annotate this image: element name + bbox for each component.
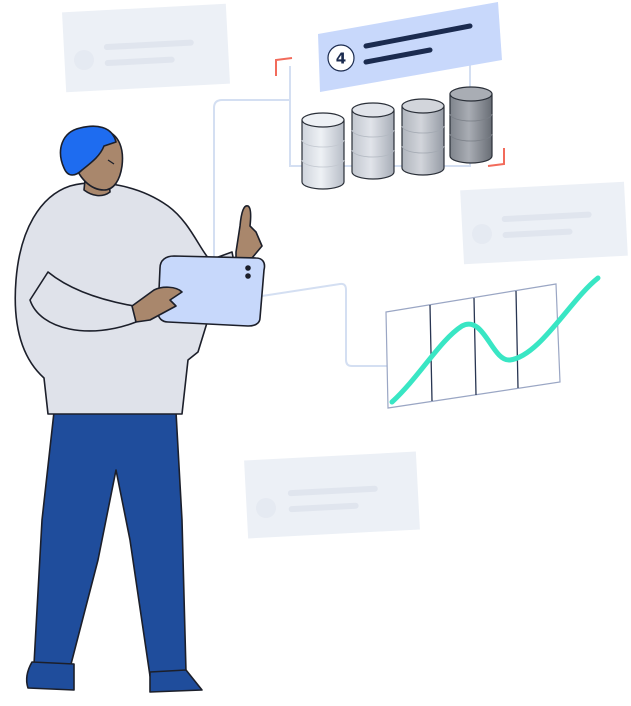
trend-chart-panel: [385, 275, 601, 409]
tablet-icon: [157, 255, 266, 327]
person-hair: [59, 125, 117, 176]
faded-card-top-left: [62, 3, 230, 93]
database-cylinder-icon: [301, 112, 345, 190]
person-holding-hand: [131, 286, 183, 323]
database-cylinder-icon: [449, 86, 493, 164]
trend-line-icon: [389, 275, 601, 405]
faded-card-right: [460, 181, 628, 265]
badge-number: 4: [336, 50, 346, 68]
database-cylinder-icon: [401, 98, 445, 176]
database-cylinders: [301, 86, 493, 190]
person-shirt: [14, 182, 237, 415]
highlight-card: 4: [318, 2, 502, 92]
number-badge: [327, 44, 355, 72]
database-cylinder-icon: [351, 102, 395, 180]
person-pants: [33, 411, 187, 677]
selection-corners: [275, 57, 505, 167]
faded-card-bottom: [244, 451, 420, 539]
person-shoe-left: [25, 661, 75, 691]
person-raised-hand: [235, 205, 263, 259]
person-shoe-right: [149, 669, 203, 693]
person-figure: [14, 125, 266, 693]
